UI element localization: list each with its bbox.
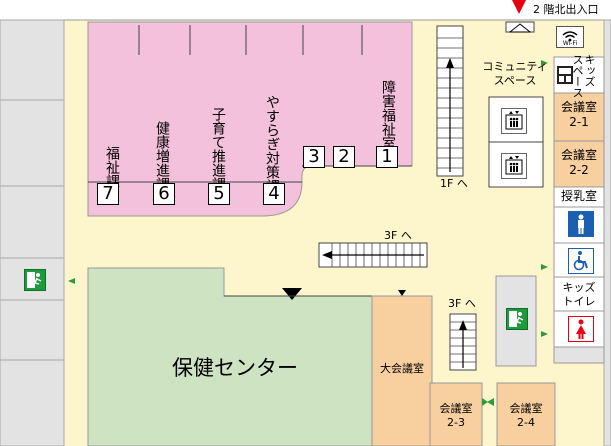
room-large [371, 295, 433, 446]
counter-7: 7 [97, 183, 119, 205]
left-exit-arrow [68, 278, 75, 284]
left-grey-area [0, 19, 65, 446]
room-2-4 [496, 382, 556, 446]
accessible-toilet-sign [568, 248, 594, 274]
health-center-entrance [282, 288, 302, 300]
kenko-label: 健康増進課 [154, 121, 170, 191]
stairs-3f-right-arrow-head [459, 320, 467, 330]
room-large-label: 大会議室 [380, 362, 424, 375]
male-icon [578, 214, 584, 234]
right-gray-block [553, 346, 605, 364]
room-large-door [398, 290, 406, 296]
elevator-sign-1 [501, 108, 527, 134]
community-space-label: コミュニティ スペース [482, 60, 548, 87]
room-2-3 [429, 382, 483, 446]
vending-machine-icon [557, 66, 573, 84]
stairs-1f-arrow-head [446, 58, 454, 68]
emergency-exit-sign-left [24, 269, 46, 291]
room-2-1 [553, 92, 605, 142]
elevator-icon [505, 156, 523, 175]
counter-4: 4 [263, 183, 285, 205]
female-icon [576, 319, 586, 339]
shogai-label: 障害福祉室 [380, 80, 396, 150]
right-edge [603, 19, 611, 446]
room-2-4-door [487, 398, 494, 406]
kids-space-label-2: スペース [571, 54, 584, 98]
elevator-icon [505, 111, 523, 130]
health-center-label: 保健センター [172, 356, 298, 380]
emergency-exit-icon [509, 311, 524, 327]
wheelchair-icon [573, 251, 588, 271]
counter-3: 3 [303, 146, 325, 168]
north-entrance-label: 2 階北出入口 [533, 3, 599, 16]
room-2-2 [553, 140, 605, 188]
junyu-label: 授乳室 [560, 189, 597, 203]
emergency-exit-sign-center [506, 308, 528, 330]
counter-2: 2 [333, 146, 355, 168]
mens-toilet-sign [568, 211, 594, 237]
room-2-4-label: 会議室 2-4 [509, 402, 543, 429]
room-2-1-label: 会議室 2-1 [560, 100, 597, 129]
stairs-3f-top-arrow-head [322, 251, 332, 259]
door-arrows [541, 60, 548, 337]
kids-space-label: キッズ [583, 54, 596, 87]
elevator-sign-2 [501, 153, 527, 179]
counter-6: 6 [153, 183, 175, 205]
yasuragi-label: やすらぎ対策課 [264, 95, 280, 193]
womens-toilet-sign [568, 316, 594, 342]
counter-1: 1 [376, 146, 398, 168]
wifi-sign: Wi-Fi [556, 26, 584, 48]
kosodate-label: 子育て推進課 [210, 107, 226, 191]
stairs-3f-top-label: 3F へ [384, 229, 412, 242]
room-2-2-label: 会議室 2-2 [560, 148, 597, 177]
kids-toilet-label: キッズ トイレ [562, 281, 596, 308]
wifi-icon [562, 31, 578, 42]
stairs-3f-right-label: 3F へ [448, 297, 476, 310]
kids-toilet [553, 276, 605, 312]
wifi-label: Wi-Fi [562, 40, 578, 47]
stairs-1f-label: 1F へ [440, 177, 468, 190]
room-2-3-door [482, 398, 488, 406]
fukushi-label: 福祉課 [104, 146, 120, 188]
room-2-3-label: 会議室 2-3 [439, 402, 473, 429]
emergency-exit-icon [27, 272, 42, 288]
emergency-stair-block [495, 275, 537, 367]
north-entrance-marker [512, 0, 526, 14]
counter-5: 5 [208, 183, 230, 205]
